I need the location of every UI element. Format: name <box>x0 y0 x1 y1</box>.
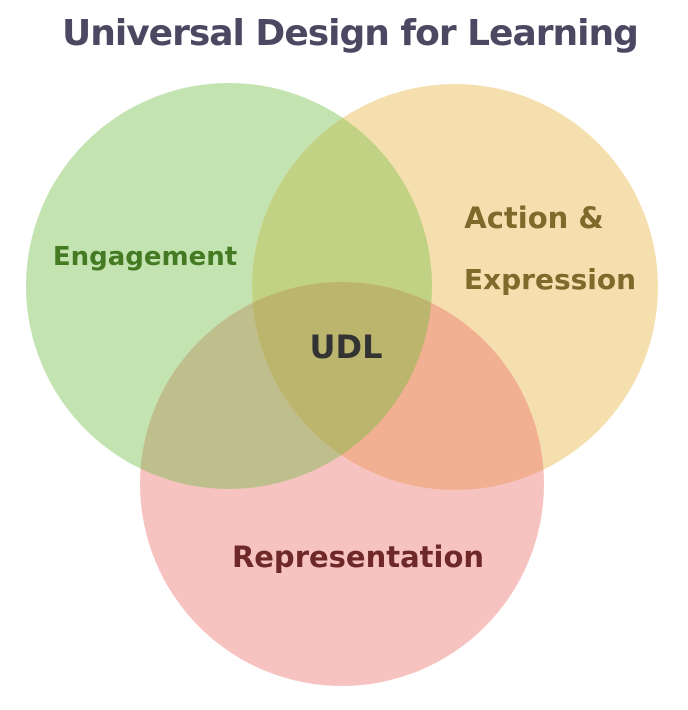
engagement-label: Engagement <box>53 242 237 272</box>
representation-label: Representation <box>232 540 484 574</box>
action-label-line2: Expression <box>464 263 636 296</box>
udl-center-label: UDL <box>310 328 383 366</box>
diagram-title: Universal Design for Learning <box>62 13 639 54</box>
action-label-line1: Action & <box>464 201 603 235</box>
